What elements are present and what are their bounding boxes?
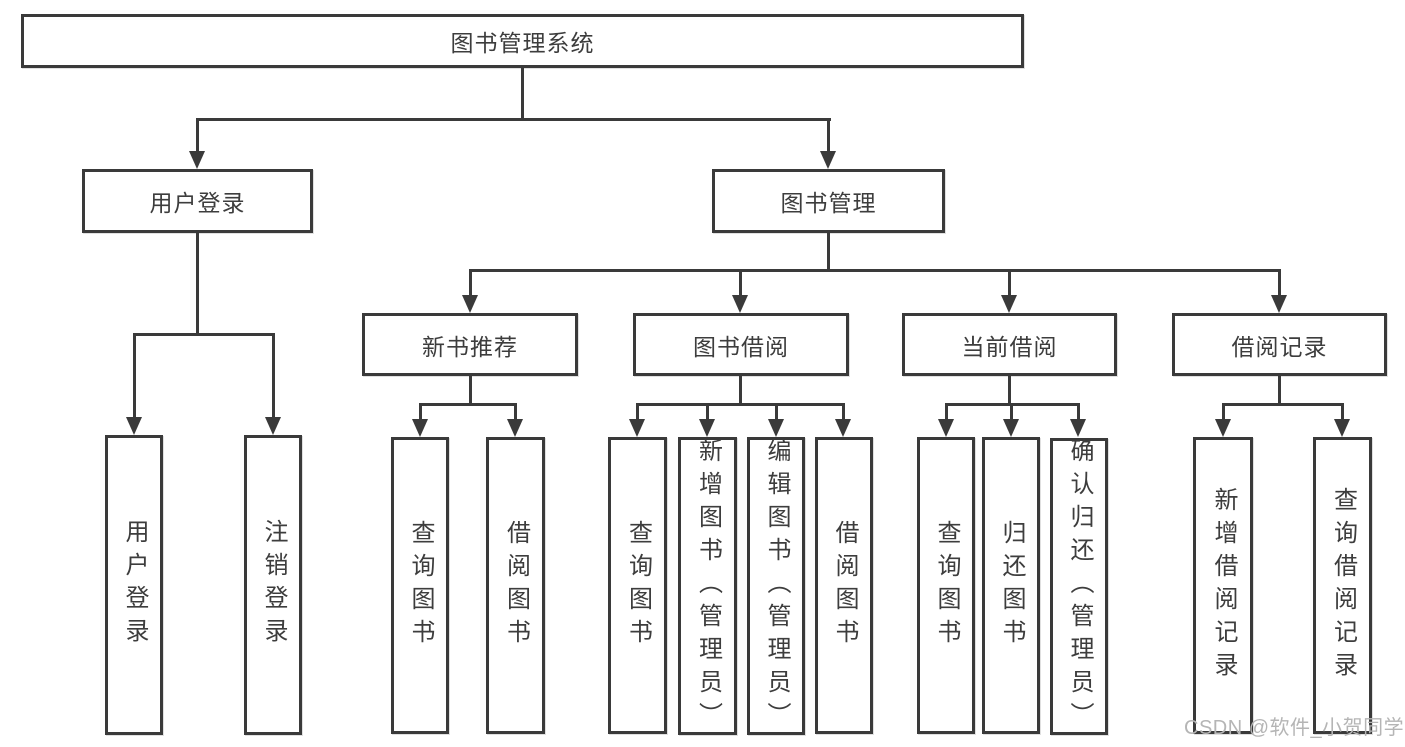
connector [1010, 403, 1013, 420]
leaf-add-borrow-record-label: 新增借阅记录 [1210, 486, 1237, 685]
csdn-watermark: CSDN @软件_小贺同学 [1184, 717, 1405, 739]
arrow-down-icon [1215, 419, 1231, 437]
leaf-logout-label: 注销登录 [260, 519, 287, 651]
leaf-borrow-books-2: 借阅图书 [815, 437, 873, 734]
node-user-login-label: 用户登录 [149, 190, 246, 216]
leaf-confirm-return-admin-label: 确认归还（管理员） [1066, 438, 1093, 735]
connector [196, 118, 199, 153]
leaf-add-book-admin: 新增图书（管理员） [678, 437, 737, 735]
arrow-down-icon [835, 419, 851, 437]
node-new-book-recommend-label: 新书推荐 [422, 333, 518, 360]
arrow-down-icon [820, 151, 836, 169]
leaf-query-borrow-record: 查询借阅记录 [1313, 437, 1372, 734]
connector [636, 403, 639, 420]
leaf-edit-book-admin: 编辑图书（管理员） [747, 437, 805, 735]
arrow-down-icon [1070, 419, 1086, 437]
connector [469, 269, 1281, 272]
leaf-user-login-label: 用户登录 [121, 519, 148, 651]
leaf-borrow-books-1-label: 借阅图书 [502, 519, 530, 652]
node-book-borrow: 图书借阅 [633, 313, 849, 376]
leaf-borrow-books-2-label: 借阅图书 [831, 519, 858, 652]
arrow-down-icon [412, 419, 428, 437]
leaf-query-books-2-label: 查询图书 [624, 519, 652, 652]
arrow-down-icon [629, 419, 645, 437]
leaf-user-login: 用户登录 [105, 435, 163, 735]
connector [419, 403, 422, 420]
node-root-label: 图书管理系统 [450, 30, 595, 56]
arrow-down-icon [1003, 419, 1019, 437]
arrow-down-icon [1001, 295, 1017, 313]
arrow-down-icon [699, 419, 715, 437]
connector [945, 403, 948, 420]
leaf-add-book-admin-label: 新增图书（管理员） [694, 437, 722, 735]
leaf-query-books-1: 查询图书 [391, 437, 449, 734]
arrow-down-icon [732, 295, 748, 313]
leaf-query-books-3: 查询图书 [917, 437, 975, 734]
connector [419, 403, 517, 406]
node-new-book-recommend: 新书推荐 [362, 313, 578, 376]
connector [636, 403, 845, 406]
connector [196, 118, 831, 121]
node-book-borrow-label: 图书借阅 [693, 333, 789, 360]
leaf-logout: 注销登录 [244, 435, 302, 735]
connector [739, 376, 742, 405]
connector [469, 376, 472, 405]
connector [706, 403, 709, 420]
leaf-add-borrow-record: 新增借阅记录 [1193, 437, 1253, 734]
node-borrow-records: 借阅记录 [1172, 313, 1387, 376]
connector [521, 68, 524, 120]
leaf-return-books: 归还图书 [982, 437, 1040, 734]
leaf-edit-book-admin-label: 编辑图书（管理员） [763, 437, 790, 735]
arrow-down-icon [1271, 295, 1287, 313]
connector [196, 233, 199, 335]
connector [827, 118, 830, 153]
leaf-confirm-return-admin: 确认归还（管理员） [1050, 438, 1108, 735]
leaf-borrow-books-1: 借阅图书 [486, 437, 545, 734]
connector [514, 403, 517, 420]
leaf-query-borrow-record-label: 查询借阅记录 [1329, 486, 1357, 685]
connector [1077, 403, 1080, 420]
node-book-management-label: 图书管理 [780, 190, 877, 216]
leaf-query-books-1-label: 查询图书 [407, 519, 434, 652]
leaf-query-books-2: 查询图书 [608, 437, 667, 734]
arrow-down-icon [1334, 419, 1350, 437]
arrow-down-icon [265, 417, 281, 435]
node-book-management: 图书管理 [712, 169, 945, 233]
connector [133, 333, 136, 419]
arrow-down-icon [507, 419, 523, 437]
node-current-borrow-label: 当前借阅 [961, 333, 1058, 360]
connector [469, 269, 472, 296]
arrow-down-icon [938, 419, 954, 437]
node-borrow-records-label: 借阅记录 [1231, 333, 1328, 360]
connector [1278, 269, 1281, 296]
arrow-down-icon [126, 417, 142, 435]
connector [827, 233, 830, 271]
node-user-login: 用户登录 [82, 169, 313, 233]
connector [739, 269, 742, 296]
node-current-borrow: 当前借阅 [902, 313, 1117, 376]
connector [1008, 376, 1011, 405]
arrow-down-icon [189, 151, 205, 169]
connector [272, 333, 275, 419]
connector [775, 403, 778, 420]
leaf-query-books-3-label: 查询图书 [933, 519, 960, 652]
node-root: 图书管理系统 [21, 14, 1024, 68]
connector [133, 333, 275, 336]
connector [1222, 403, 1343, 406]
connector [1341, 403, 1344, 420]
connector [842, 403, 845, 420]
connector [1008, 269, 1011, 296]
leaf-return-books-label: 归还图书 [998, 519, 1025, 652]
arrow-down-icon [768, 419, 784, 437]
connector [1222, 403, 1225, 420]
arrow-down-icon [462, 295, 478, 313]
connector [1278, 376, 1281, 405]
